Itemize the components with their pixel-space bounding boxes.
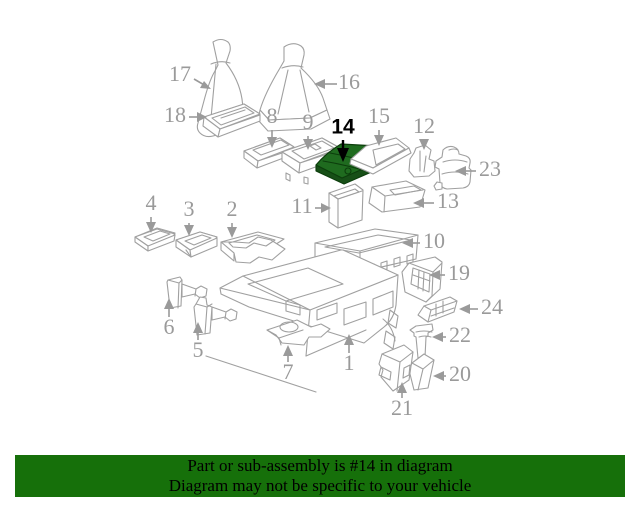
callout-label-19: 19 (448, 260, 470, 285)
leader-16 (314, 79, 337, 89)
leader-20 (433, 371, 446, 381)
part-shape-22 (409, 323, 434, 359)
callout-label-5: 5 (193, 337, 204, 362)
callout-label-23: 23 (479, 156, 501, 181)
part-shape-3 (175, 231, 218, 258)
leader-19 (429, 270, 445, 280)
part-shape-18 (202, 103, 261, 138)
part-shape-24 (417, 296, 458, 323)
callout-label-8: 8 (267, 103, 278, 128)
part-shape-11 (328, 183, 364, 229)
banner-line-part-number: Part or sub-assembly is #14 in diagram (187, 456, 453, 475)
leader-3 (184, 223, 194, 236)
callout-label-24: 24 (481, 294, 503, 319)
callout-label-10: 10 (423, 228, 445, 253)
callout-label-12: 12 (413, 113, 435, 138)
callout-label-17: 17 (169, 61, 191, 86)
leader-1 (344, 334, 354, 353)
part-shape-1-console-body (205, 249, 399, 393)
diagram-note-banner: Part or sub-assembly is #14 in diagram D… (15, 455, 625, 497)
leader-18 (189, 112, 207, 122)
callout-label-9: 9 (303, 109, 314, 134)
callout-label-18: 18 (164, 102, 186, 127)
leader-14-highlight (337, 140, 349, 162)
callout-label-22: 22 (449, 322, 471, 347)
leader-9 (303, 136, 313, 150)
leader-15 (374, 130, 384, 146)
part-shape-4 (134, 227, 176, 252)
callout-label-15: 15 (368, 103, 390, 128)
part-shape-19 (401, 256, 443, 303)
callout-label-13: 13 (437, 188, 459, 213)
callout-label-2: 2 (227, 196, 238, 221)
leader-17 (193, 78, 211, 89)
leader-8 (267, 130, 277, 148)
leader-6 (164, 298, 174, 317)
leader-22 (432, 332, 446, 342)
part-shape-2 (220, 231, 286, 264)
leader-10 (402, 238, 420, 248)
leader-23 (455, 166, 476, 176)
callout-label-20: 20 (449, 361, 471, 386)
part-shape-15 (349, 137, 412, 175)
part-shape-20 (408, 353, 435, 391)
part-shape-16 (257, 43, 331, 132)
leader-5 (193, 322, 203, 340)
callout-label-1: 1 (344, 350, 355, 375)
part-shape-21 (378, 344, 414, 392)
callout-label-3: 3 (184, 196, 195, 221)
leader-24 (459, 304, 478, 314)
callout-label-11: 11 (291, 193, 312, 218)
callout-label-16: 16 (338, 69, 360, 94)
leader-2 (227, 223, 237, 238)
part-shape-13 (368, 180, 426, 213)
callout-label-7: 7 (283, 359, 294, 384)
callout-label-21: 21 (391, 395, 413, 420)
part-shape-7 (266, 319, 331, 346)
leader-12 (419, 139, 429, 150)
leader-11 (315, 203, 331, 213)
callout-label-14: 14 (331, 116, 355, 139)
leader-21 (397, 382, 407, 398)
banner-line-disclaimer: Diagram may not be specific to your vehi… (168, 476, 472, 495)
callout-label-6: 6 (164, 314, 175, 339)
part-shape-12 (408, 144, 436, 178)
callout-label-4: 4 (146, 190, 157, 215)
part-shape-6 (166, 276, 208, 309)
leader-13 (413, 198, 434, 208)
leader-7 (283, 345, 293, 362)
leader-4 (146, 217, 156, 233)
